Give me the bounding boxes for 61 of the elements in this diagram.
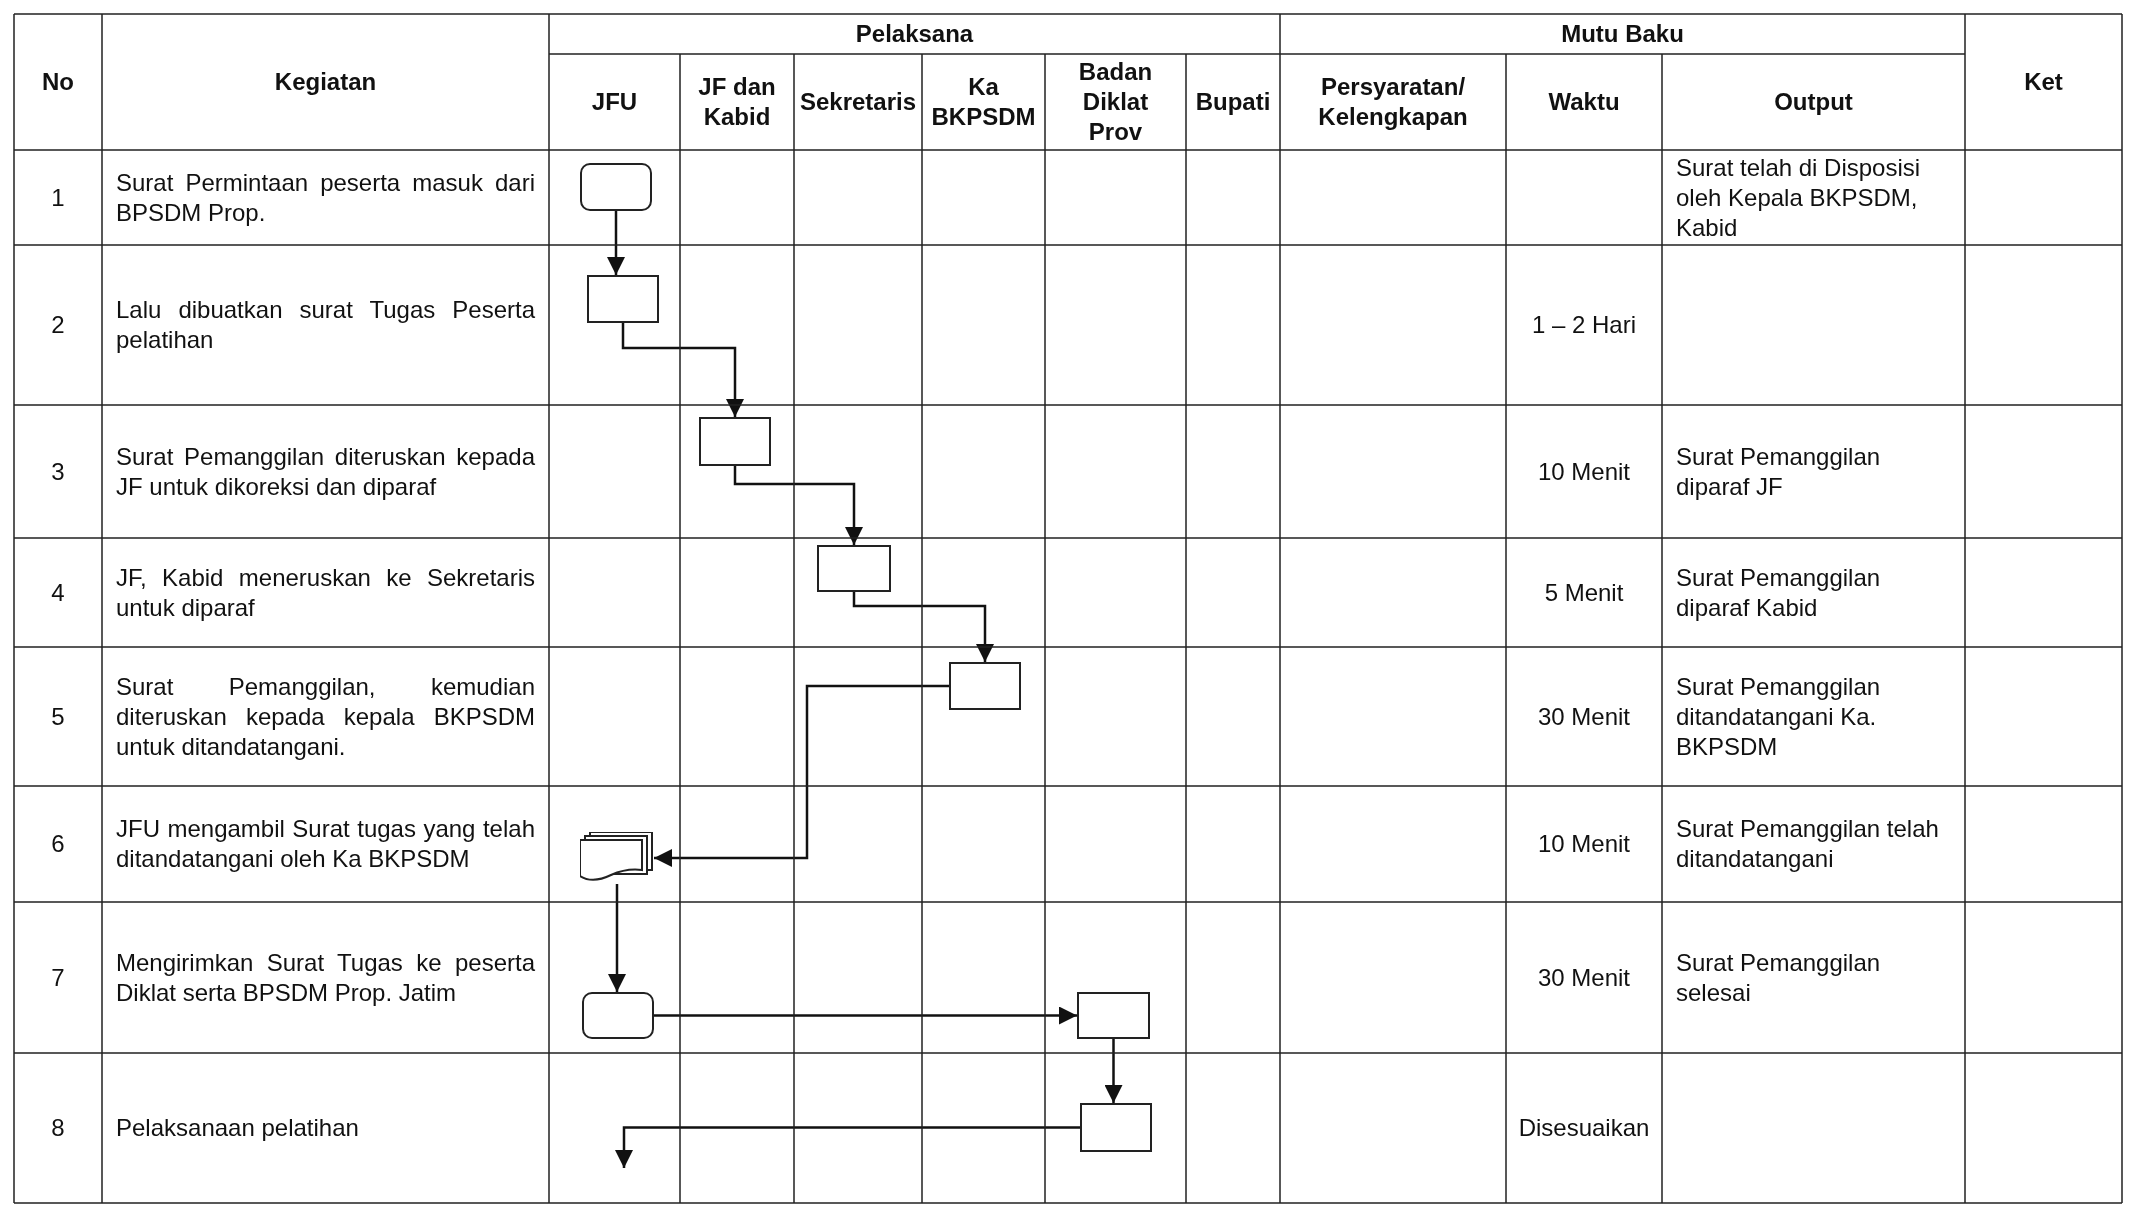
- output-text: Surat Pemanggilan diparaf JF: [1676, 441, 1882, 502]
- arrow: [852, 592, 994, 662]
- row-number: 7: [51, 962, 65, 993]
- duration-text: 10 Menit: [1537, 829, 1631, 859]
- column-header: Persyaratan/ Kelengkapan: [1317, 72, 1469, 132]
- duration-text: 30 Menit: [1537, 962, 1631, 993]
- activity-text: Pelaksanaan pelatihan: [116, 1113, 360, 1143]
- duration-text: 10 Menit: [1537, 456, 1631, 487]
- activity-text: Surat Permintaan peserta masuk dari BPSDM Prop.: [116, 167, 535, 228]
- duration-text: 5 Menit: [1544, 577, 1624, 608]
- lane-header: Sekretaris: [799, 87, 917, 117]
- process-box: [587, 275, 659, 323]
- activity-text: JFU mengambil Surat tugas yang telah ditandatangani oleh Ka BKPSDM: [116, 814, 535, 874]
- duration-text: 1 – 2 Hari: [1531, 310, 1637, 340]
- activity-text: Surat Pemanggilan, kemudian diteruskan kepada kepala BKPSDM untuk ditandatangani.: [116, 671, 535, 762]
- column-header: Output: [1774, 87, 1853, 117]
- process-box: [817, 545, 891, 592]
- lane-header: JFU: [591, 87, 638, 117]
- row-number: 4: [51, 577, 65, 608]
- row-number: 2: [51, 310, 65, 340]
- lane-header: Badan Diklat Prov: [1077, 57, 1154, 147]
- arrow: [654, 1006, 1077, 1025]
- output-text: Surat Pemanggilan telah ditandatangani: [1676, 814, 1940, 874]
- column-header: Ket: [2024, 67, 2063, 97]
- row-number: 8: [51, 1113, 65, 1143]
- column-header: No: [42, 67, 74, 97]
- output-text: Surat telah di Disposisi oleh Kepala BKPSDM, Kabid: [1676, 152, 1922, 243]
- terminator-shape: [582, 992, 654, 1039]
- arrow: [1104, 1039, 1123, 1103]
- arrow: [733, 466, 863, 545]
- process-box: [699, 417, 771, 466]
- row-number: 3: [51, 456, 65, 487]
- duration-text: Disesuaikan: [1518, 1113, 1650, 1143]
- arrow: [607, 211, 625, 275]
- row-number: 6: [51, 829, 65, 859]
- column-header: Waktu: [1548, 87, 1620, 117]
- output-text: Surat Pemanggilan diparaf Kabid: [1676, 562, 1882, 623]
- group-header: Pelaksana: [855, 19, 974, 49]
- arrow: [608, 884, 626, 992]
- activity-text: Surat Pemanggilan diteruskan kepada JF untuk dikoreksi dan diparaf: [116, 441, 535, 502]
- arrow: [621, 323, 744, 417]
- process-box: [949, 662, 1021, 710]
- process-box: [1077, 992, 1150, 1039]
- duration-text: 30 Menit: [1537, 701, 1631, 732]
- row-number: 1: [51, 182, 65, 213]
- activity-text: JF, Kabid meneruskan ke Sekretaris untuk diparaf: [116, 562, 535, 623]
- document-stack: [580, 832, 654, 884]
- process-box: [1080, 1103, 1152, 1152]
- activity-text: Mengirimkan Surat Tugas ke peserta Diklat serta BPSDM Prop. Jatim: [116, 947, 535, 1008]
- row-number: 5: [51, 701, 65, 732]
- activity-text: Lalu dibuatkan surat Tugas Peserta pelatihan: [116, 295, 535, 355]
- terminator-shape: [580, 163, 652, 211]
- column-header: Kegiatan: [274, 67, 377, 97]
- output-text: Surat Pemanggilan selesai: [1676, 947, 1882, 1008]
- group-header: Mutu Baku: [1561, 19, 1684, 49]
- lane-header: JF dan Kabid: [697, 72, 777, 132]
- lane-header: Ka BKPSDM: [931, 72, 1036, 132]
- output-text: Surat Pemanggilan ditandatangani Ka. BKPSDM: [1676, 671, 1882, 762]
- arrow: [615, 1126, 1080, 1168]
- lane-header: Bupati: [1195, 87, 1271, 117]
- arrow: [654, 684, 949, 867]
